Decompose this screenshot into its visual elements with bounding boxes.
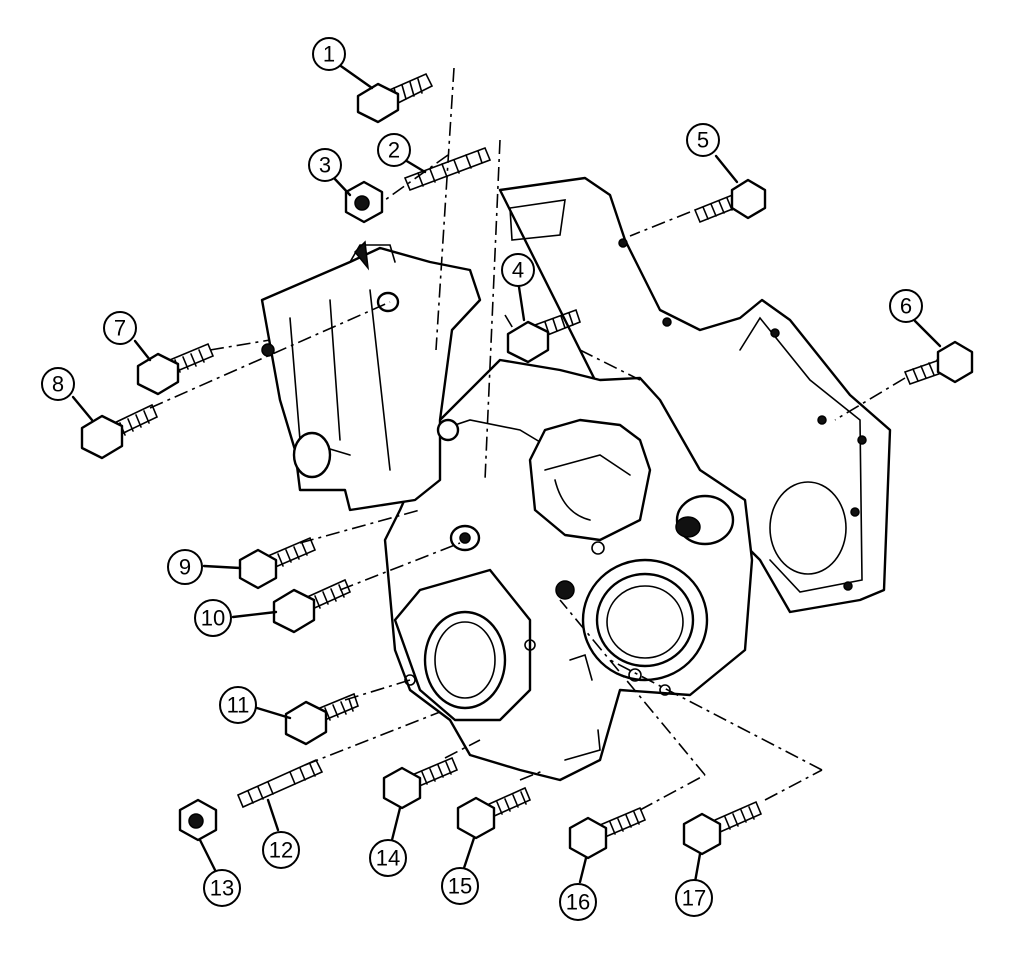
- bolt-1: [356, 72, 434, 124]
- callout-label-11: 11: [227, 693, 250, 718]
- bolt-17: [682, 800, 763, 856]
- callout-label-1: 1: [323, 42, 335, 67]
- callout-label-3: 3: [319, 153, 331, 178]
- callout-16: 16: [559, 883, 597, 921]
- callout-15: 15: [441, 867, 479, 905]
- bolt-8: [80, 403, 159, 460]
- callout-6: 6: [889, 289, 923, 323]
- bolt-16: [568, 806, 647, 860]
- callout-12: 12: [262, 831, 300, 869]
- callout-label-7: 7: [114, 316, 126, 341]
- callout-label-5: 5: [697, 128, 709, 153]
- pump-housing: [260, 240, 482, 512]
- bolt-6: [903, 340, 974, 386]
- callout-label-9: 9: [179, 555, 191, 580]
- nut-3: [344, 180, 384, 224]
- bolt-11: [284, 692, 359, 746]
- callout-17: 17: [675, 879, 713, 917]
- bolt-10: [272, 578, 352, 634]
- stud-12: [236, 758, 324, 809]
- bolt-9: [238, 536, 317, 590]
- callout-8: 8: [41, 367, 75, 401]
- callout-1: 1: [312, 37, 346, 71]
- fasteners: [80, 72, 974, 860]
- callout-label-4: 4: [512, 258, 524, 283]
- leader-lines: [71, 62, 942, 884]
- callout-4: 4: [501, 253, 535, 287]
- callout-3: 3: [308, 148, 342, 182]
- callout-11: 11: [219, 686, 257, 724]
- callout-9: 9: [167, 549, 203, 585]
- callout-label-8: 8: [52, 372, 64, 397]
- callout-5: 5: [686, 123, 720, 157]
- stud-2: [403, 146, 492, 192]
- timing-cover: [383, 358, 754, 782]
- callout-label-14: 14: [376, 846, 400, 871]
- bolt-14: [382, 756, 459, 810]
- callout-label-15: 15: [448, 874, 472, 899]
- callout-label-13: 13: [210, 876, 234, 901]
- callout-7: 7: [103, 311, 137, 345]
- callouts: 1 2 3 4 5 6 7 8 9 10 11 12 13 14 15 16 1…: [41, 37, 923, 921]
- bolt-4: [506, 308, 581, 364]
- nut-13: [178, 798, 218, 842]
- callout-label-2: 2: [388, 138, 400, 163]
- callout-label-12: 12: [269, 838, 293, 863]
- bolt-15: [456, 786, 532, 840]
- callout-2: 2: [377, 133, 411, 167]
- bolt-7: [136, 342, 215, 396]
- callout-10: 10: [194, 599, 232, 637]
- callout-label-6: 6: [900, 294, 912, 319]
- alignment-lines: [149, 67, 906, 811]
- callout-label-17: 17: [682, 886, 706, 911]
- callout-14: 14: [369, 839, 407, 877]
- bolt-5: [693, 178, 767, 224]
- gasket-plate: [498, 176, 892, 614]
- callout-label-16: 16: [566, 890, 590, 915]
- callout-label-10: 10: [201, 606, 225, 631]
- callout-13: 13: [203, 869, 241, 907]
